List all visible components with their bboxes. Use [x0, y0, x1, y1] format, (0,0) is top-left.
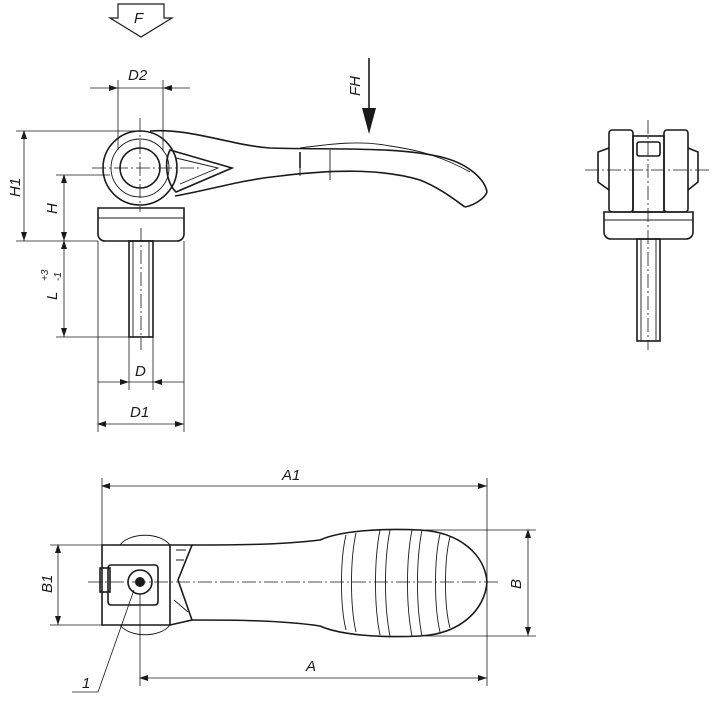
label-f: F	[134, 10, 144, 27]
label-fh: FH	[347, 76, 364, 96]
label-l: L	[44, 292, 61, 300]
label-a1: A1	[281, 467, 300, 484]
label-h1: H1	[7, 178, 24, 197]
label-b1: B1	[39, 575, 56, 593]
label-b: B	[508, 579, 525, 589]
label-d: D	[135, 363, 146, 380]
dim-h1: H1	[7, 130, 140, 242]
force-fh-arrow: FH	[347, 58, 376, 134]
label-d1: D1	[130, 404, 149, 421]
dim-b: B	[425, 529, 536, 637]
label-h: H	[44, 203, 61, 214]
top-view	[88, 528, 500, 638]
dim-d1: D1	[97, 241, 185, 432]
callout-1: 1	[72, 589, 135, 693]
label-item-1: 1	[82, 675, 90, 692]
dim-l: L +3 -1	[40, 240, 129, 338]
dim-a1: A1	[101, 467, 488, 582]
label-d2: D2	[128, 67, 148, 84]
dim-b1: B1	[39, 544, 102, 626]
side-view-lever	[102, 129, 488, 208]
dim-a: A	[139, 582, 488, 686]
label-a: A	[305, 658, 316, 675]
dim-d: D	[98, 337, 184, 390]
dim-h: H	[44, 174, 110, 241]
dim-d2: D2	[90, 67, 190, 150]
front-view	[585, 120, 712, 350]
label-l-sup: +3	[40, 269, 51, 281]
side-view-base	[97, 207, 185, 350]
force-f-arrow: F	[107, 3, 175, 38]
label-l-sub: -1	[53, 272, 64, 281]
